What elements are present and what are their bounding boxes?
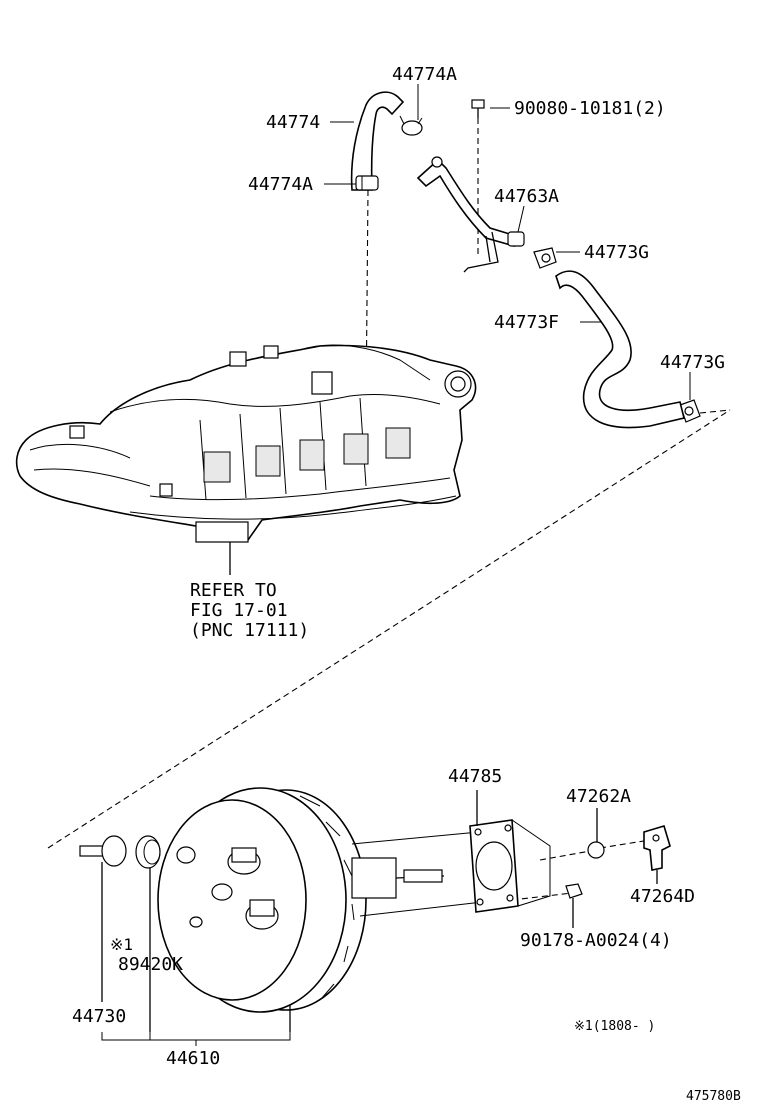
label-47264D: 47264D xyxy=(630,886,695,907)
brake-booster xyxy=(157,787,501,1032)
label-refer-line3: (PNC 17111) xyxy=(190,620,309,641)
label-44773G-top: 44773G xyxy=(584,242,649,263)
clip-44774A-mid xyxy=(355,175,379,191)
hose-44773F xyxy=(555,270,685,429)
clip-44773G-top xyxy=(533,247,557,269)
label-44763A: 44763A xyxy=(494,186,559,207)
label-44774A-top: 44774A xyxy=(392,64,457,85)
label-44785: 44785 xyxy=(448,766,502,787)
nut-90178 xyxy=(565,883,583,928)
label-44774: 44774 xyxy=(266,112,320,133)
figure-id: 475780B xyxy=(686,1089,741,1104)
label-90080: 90080-10181(2) xyxy=(514,98,666,119)
footnote: ※1(1808- ) xyxy=(574,1019,655,1034)
label-44610: 44610 xyxy=(166,1048,220,1069)
hose-44774 xyxy=(350,91,405,191)
check-valve-44730 xyxy=(79,835,127,1002)
label-44774A-mid: 44774A xyxy=(248,174,313,195)
grommet-89420K xyxy=(135,835,161,1032)
pipe-44763A xyxy=(416,156,525,273)
label-90178: 90178-A0024(4) xyxy=(520,930,672,951)
label-44773F: 44773F xyxy=(494,312,559,333)
clip-44774A-top xyxy=(399,115,423,136)
part-labels: 44774 44774A 44774A 90080-10181(2) 44763… xyxy=(72,64,741,1104)
gasket-44785 xyxy=(469,790,551,913)
label-47262A: 47262A xyxy=(566,786,631,807)
leader-lines xyxy=(101,84,691,1046)
label-89420K: 89420K xyxy=(118,954,183,975)
label-refer-line1: REFER TO xyxy=(190,580,277,601)
label-refer-line2: FIG 17-01 xyxy=(190,600,288,621)
plug-47262A xyxy=(587,808,605,859)
label-44730: 44730 xyxy=(72,1006,126,1027)
label-note-mark: ※1 xyxy=(110,935,133,954)
bracket-47264D xyxy=(643,825,671,884)
bolt-90080 xyxy=(471,99,485,118)
label-44773G-right: 44773G xyxy=(660,352,725,373)
intake-manifold xyxy=(15,344,477,575)
